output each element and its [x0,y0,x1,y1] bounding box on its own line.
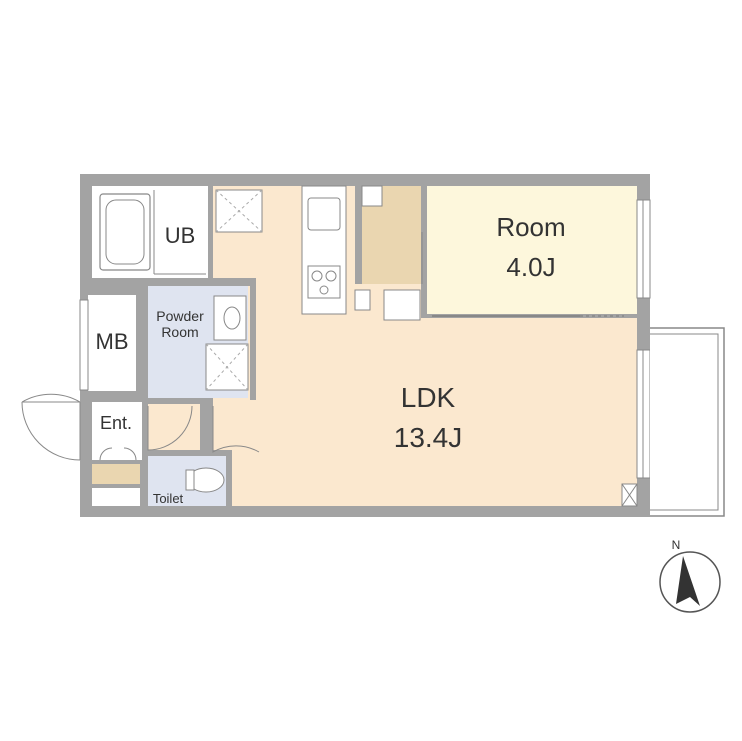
wall-storage-left [355,186,362,284]
powder-label-line2: Room [161,324,198,340]
wall-toilet-right [226,450,232,506]
shoe-door [99,447,137,461]
room-name-label: Room [496,212,565,242]
kitchen-counter [301,185,347,315]
shoe-shelf [92,464,140,484]
washbasin [213,295,247,341]
bathtub [99,193,151,271]
powder-label-line1: Powder [156,308,204,324]
ldk-name-label: LDK [401,382,456,413]
ldk-size-label: 13.4J [394,422,463,453]
toilet-label: Toilet [153,491,184,506]
ldk-door [212,406,260,453]
room-floor [427,186,637,314]
compass-north-label: N [672,538,681,552]
wall-ub-bottom [92,278,252,286]
mb-closet-floor [88,295,136,391]
ub-label: UB [165,223,196,248]
wall-toilet-top [142,450,232,456]
north-arrow-icon [676,556,700,606]
hall-door [147,405,193,451]
balcony [650,327,725,517]
entrance-label: Ent. [100,413,132,433]
wall-hall-left [200,400,208,452]
kitchen-sink [307,197,341,231]
wall-ub-ldk [208,186,213,278]
window-mb [79,299,89,391]
wall-mb-right [136,286,148,400]
compass: N [659,538,721,613]
stove [307,265,341,299]
entrance-lower-floor [92,488,140,506]
entrance-floor [92,402,142,460]
hall-floor [148,404,208,452]
wall-powder-right [250,278,256,400]
room-size-label: 4.0J [506,252,555,282]
entrance-door [21,393,81,460]
wall-storage-right [421,186,427,318]
fridge-space [383,289,421,321]
mb-label: MB [96,329,129,354]
compass-ring [659,551,721,613]
wall-mb-bottom [80,392,148,402]
